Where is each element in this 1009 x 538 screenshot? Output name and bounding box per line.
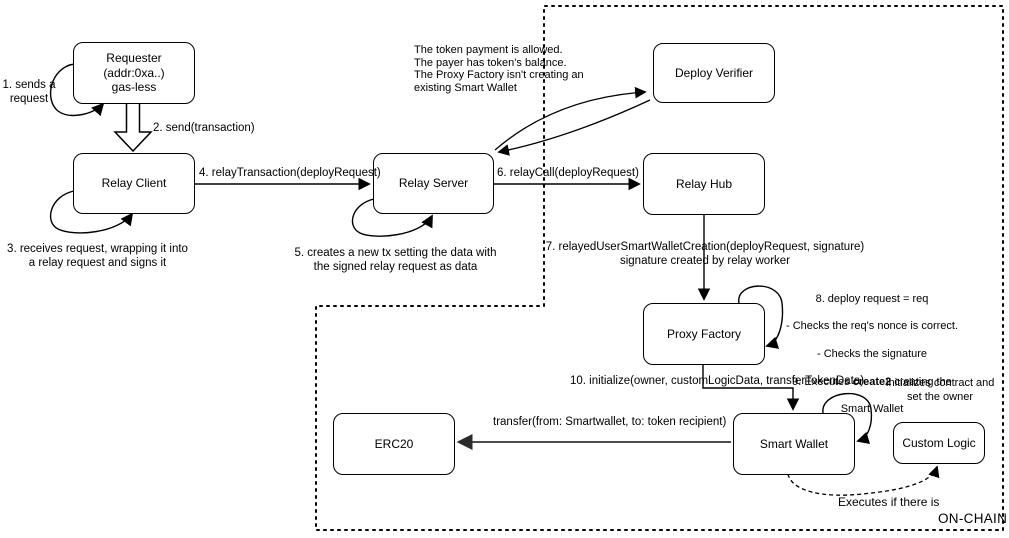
node-deploy-verifier: Deploy Verifier xyxy=(653,43,775,103)
label-step8-9: 8. deploy request = req - Checks the req… xyxy=(777,279,967,431)
arrow-smart-wallet-loop xyxy=(822,393,873,444)
label-executes-note: Executes if there is xyxy=(838,495,940,509)
arrow-executes-custom-logic xyxy=(787,465,940,496)
arrow-creates-tx-loop xyxy=(351,198,433,237)
arrow-from-deploy-verifier xyxy=(497,99,651,156)
node-custom-logic: Custom Logic xyxy=(893,422,985,464)
label-step2: 2. send(transaction) xyxy=(153,122,255,134)
label-step10: 10. initialize(owner, customLogicData, t… xyxy=(570,375,865,387)
label-step4: 4. relayTransaction(deployRequest) xyxy=(199,167,381,179)
label-transfer: transfer(from: Smartwallet, to: token re… xyxy=(493,416,727,428)
label-step9-line1: 9. Executes create2 creating the xyxy=(792,375,952,388)
arrow-receives-request-loop xyxy=(49,190,134,234)
label-step8-line1: 8. deploy request = req xyxy=(815,292,929,305)
node-proxy-factory: Proxy Factory xyxy=(643,303,765,365)
label-step8-line3: - Checks the signature xyxy=(816,347,928,360)
arrow-sends-request-loop xyxy=(49,63,105,117)
node-erc20: ERC20 xyxy=(333,413,455,475)
node-smart-wallet: Smart Wallet xyxy=(733,413,855,475)
arrow-to-deploy-verifier xyxy=(494,86,647,151)
node-relay-client: Relay Client xyxy=(73,153,195,214)
arrow-send-transaction xyxy=(113,102,153,153)
node-relay-server: Relay Server xyxy=(373,153,494,214)
node-requester: Requester (addr:0xa..) gas-less xyxy=(73,42,195,104)
on-chain-boundary xyxy=(315,5,1004,531)
label-init-note: Initializes contract and set the owner xyxy=(885,377,995,403)
arrow-proxy-factory-loop xyxy=(738,285,784,349)
label-step6: 6. relayCall(deployRequest) xyxy=(497,167,639,179)
label-step3: 3. receives request, wrapping it into a … xyxy=(7,243,188,269)
arrow-initialize xyxy=(702,364,800,411)
label-step9-line2: Smart Wallet xyxy=(840,403,904,416)
label-on-chain: ON-CHAIN xyxy=(938,511,1008,526)
node-relay-hub: Relay Hub xyxy=(643,153,765,215)
label-step1: 1. sends a request xyxy=(2,79,56,105)
label-step5: 5. creates a new tx setting the data wit… xyxy=(294,247,497,273)
label-step7: 7. relayedUserSmartWalletCreation(deploy… xyxy=(545,241,865,267)
label-step8-line2: - Checks the req's nonce is correct. xyxy=(785,320,959,333)
label-verifier-note: The token payment is allowed. The payer … xyxy=(414,44,584,94)
